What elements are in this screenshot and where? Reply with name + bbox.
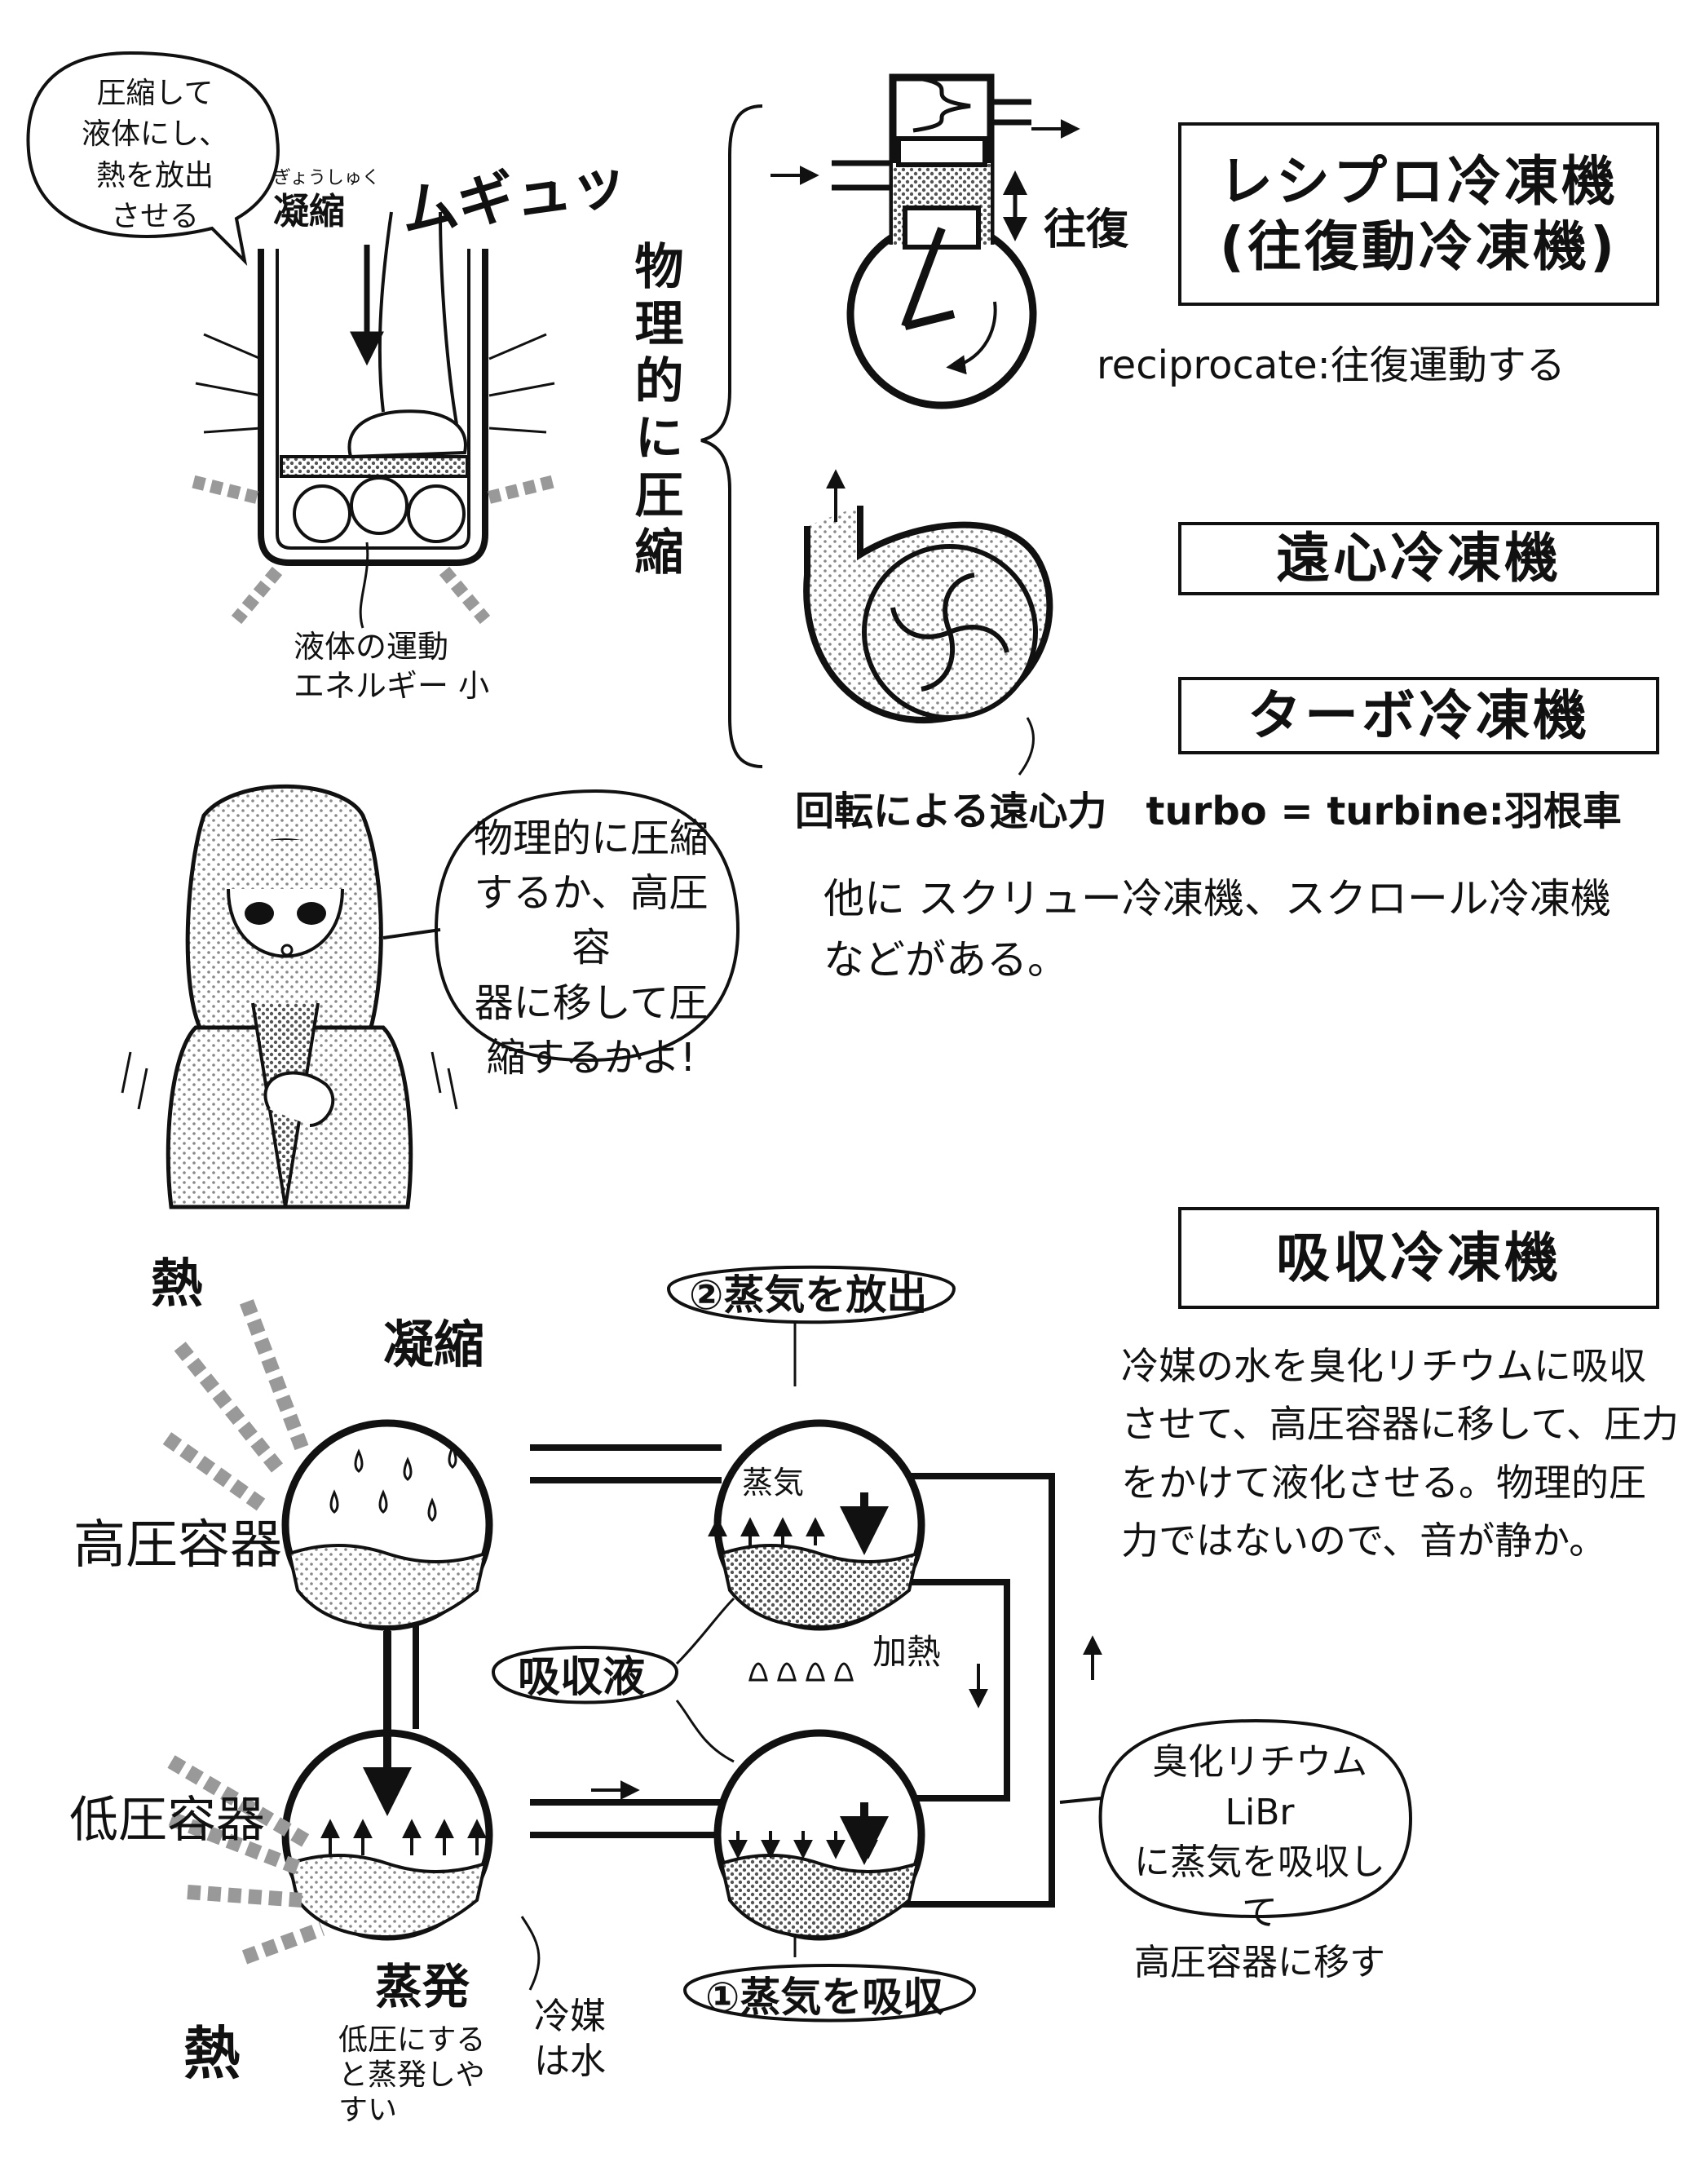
- evaporate-label: 蒸発: [375, 1959, 470, 2014]
- character-bubble-text: 物理的に圧縮 するか、高圧容 器に移して圧 縮するかよ!: [473, 816, 709, 1081]
- character-bubble: [382, 789, 740, 1063]
- motion-label: 往復: [1044, 206, 1129, 254]
- libr-bubble-text: 臭化リチウム LiBr に蒸気を吸収して 高圧容器に移す: [1134, 1741, 1385, 1984]
- heat-top-label: 熱: [151, 1254, 203, 1315]
- furigana: ぎょうしゅく: [273, 168, 380, 188]
- turbo-title: ターボ冷凍機: [1178, 677, 1659, 754]
- kinetic-energy-label: 液体の運動 エネルギー 小: [294, 629, 490, 704]
- brace: [700, 104, 763, 768]
- piston: [280, 455, 469, 478]
- vapor-release-label: ②蒸気を放出: [689, 1271, 928, 1319]
- physical-compression-label: 物理的に圧縮: [626, 241, 683, 583]
- absorbent-label: 吸収液: [518, 1653, 646, 1702]
- foot: [347, 409, 467, 459]
- reciprocating-title: レシプロ冷凍機 (往復動冷凍機): [1178, 122, 1659, 306]
- heating-label: 加熱: [872, 1632, 942, 1672]
- centrifugal-title: 遠心冷凍機: [1178, 522, 1659, 595]
- reciprocate-note: reciprocate:往復運動する: [1097, 343, 1565, 388]
- condense-label: 凝縮: [273, 191, 345, 232]
- vapor-absorb-label: ①蒸気を吸収: [705, 1974, 944, 2021]
- evaporate-note: 低圧にする と蒸発しや すい: [338, 2023, 486, 2128]
- vapor-release-bubble: [666, 1265, 956, 1324]
- absorption-description: 冷媒の水を臭化リチウムに吸収 させて、高圧容器に移して、圧力 をかけて液化させる…: [1121, 1344, 1680, 1563]
- compression-scene: [26, 51, 556, 629]
- piston-head: [896, 136, 987, 167]
- compression-bubble: [26, 51, 280, 267]
- low-pressure-label: 低圧容器: [69, 1792, 265, 1849]
- refrigerant-label: 冷媒 は水: [534, 1996, 606, 2082]
- others-note: 他に スクリュー冷凍機、スクロール冷凍機 などがある。: [824, 875, 1611, 984]
- libr-bubble: [1059, 1718, 1413, 1919]
- centrifugal-caption: 回転による遠心力 turbo = turbine:羽根車: [795, 789, 1622, 834]
- vapor-absorb-bubble: [682, 1964, 977, 2023]
- character-illustration: [121, 784, 458, 1209]
- absorbent-bubble: [491, 1646, 679, 1704]
- condense-label-lower: 凝縮: [383, 1315, 485, 1374]
- compression-bubble-text: 圧縮して 液体にし、 熱を放出 させる: [81, 77, 228, 234]
- absorption-diagram: [158, 1265, 1413, 2023]
- molecule: [407, 484, 466, 543]
- absorption-title: 吸収冷凍機: [1178, 1207, 1659, 1309]
- centrifugal-compressor: [803, 469, 1053, 776]
- molecule: [350, 476, 408, 535]
- vapor-label: 蒸気: [742, 1465, 805, 1501]
- heat-bottom-label: 熱: [183, 2020, 241, 2087]
- cylinder: [258, 249, 488, 566]
- reciprocating-compressor: [771, 73, 1080, 409]
- molecule: [293, 484, 351, 543]
- high-pressure-label: 高圧容器: [73, 1515, 282, 1576]
